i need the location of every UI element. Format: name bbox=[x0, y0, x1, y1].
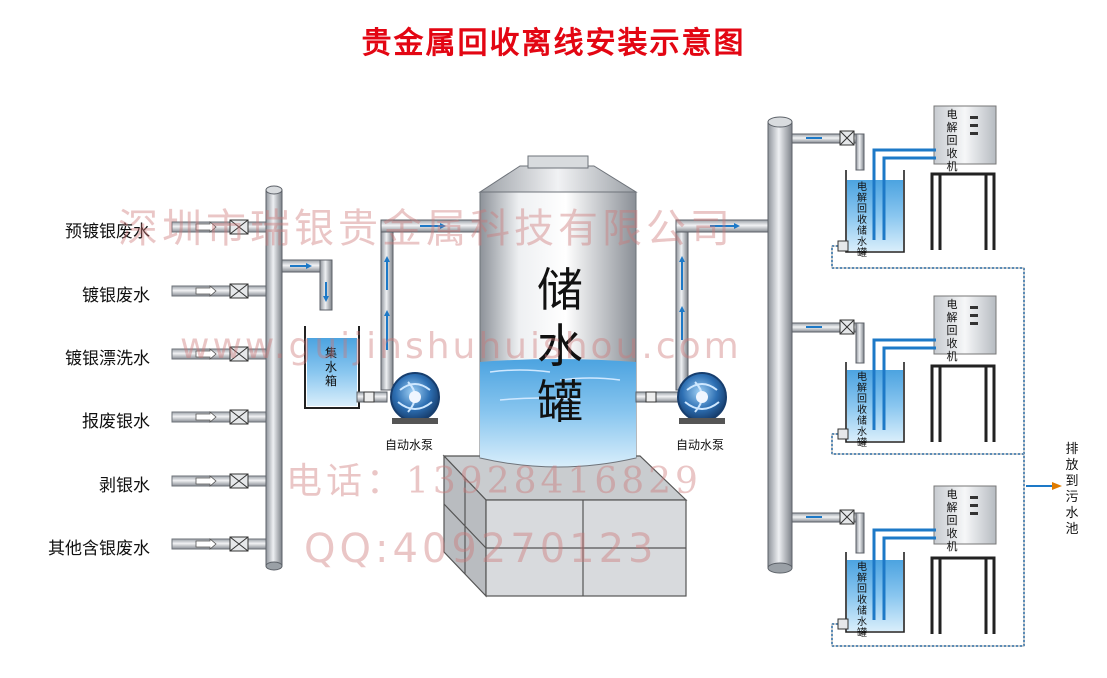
watermark-phone: 电话：13928416829 bbox=[286, 461, 702, 502]
source-label: 镀银废水 bbox=[82, 286, 150, 306]
storage-tank-label: 储水罐 bbox=[537, 263, 583, 429]
right-pump bbox=[677, 372, 727, 424]
watermark-website: www.guijinshuhuishou.com bbox=[180, 326, 742, 367]
left-pump bbox=[390, 372, 440, 424]
collection-box-label: 集水箱 bbox=[324, 346, 337, 388]
left-manifold bbox=[265, 185, 283, 571]
source-label: 报废银水 bbox=[82, 412, 150, 432]
watermark-qq: QQ:409270123 bbox=[304, 526, 658, 572]
left-pump-label: 自动水泵 bbox=[385, 438, 434, 452]
recovery-tank-label: 电解回收储水罐 bbox=[857, 372, 867, 449]
source-label: 剥银水 bbox=[99, 476, 150, 496]
inlet-flow-arrows bbox=[195, 221, 217, 550]
electrolysis-unit-label: 电解回收机 bbox=[946, 108, 958, 173]
tank-base bbox=[442, 454, 688, 598]
right-pump-piping bbox=[635, 219, 769, 403]
outlet-arrow bbox=[1026, 482, 1062, 490]
source-label: 其他含银废水 bbox=[48, 539, 150, 559]
outlet-label: 排放到污水池 bbox=[1065, 442, 1079, 537]
recovery-tank-label: 电解回收储水罐 bbox=[857, 562, 867, 639]
source-label: 预镀银废水 bbox=[65, 222, 150, 242]
electrolysis-unit-label: 电解回收机 bbox=[946, 298, 958, 363]
watermark-company: 深圳市瑞银贵金属科技有限公司 bbox=[118, 206, 734, 252]
recovery-tank-label: 电解回收储水罐 bbox=[857, 182, 867, 259]
right-pump-label: 自动水泵 bbox=[676, 438, 725, 452]
electrolysis-unit-label: 电解回收机 bbox=[946, 488, 958, 553]
source-label: 镀银漂洗水 bbox=[65, 349, 150, 369]
recovery-branches bbox=[791, 105, 1025, 647]
diagram-title: 贵金属回收离线安装示意图 bbox=[361, 26, 746, 61]
inlet-valves bbox=[229, 219, 249, 552]
right-manifold bbox=[767, 116, 793, 574]
collection-box bbox=[304, 326, 360, 409]
storage-tank bbox=[478, 155, 638, 468]
inlet-pipes bbox=[171, 221, 273, 550]
